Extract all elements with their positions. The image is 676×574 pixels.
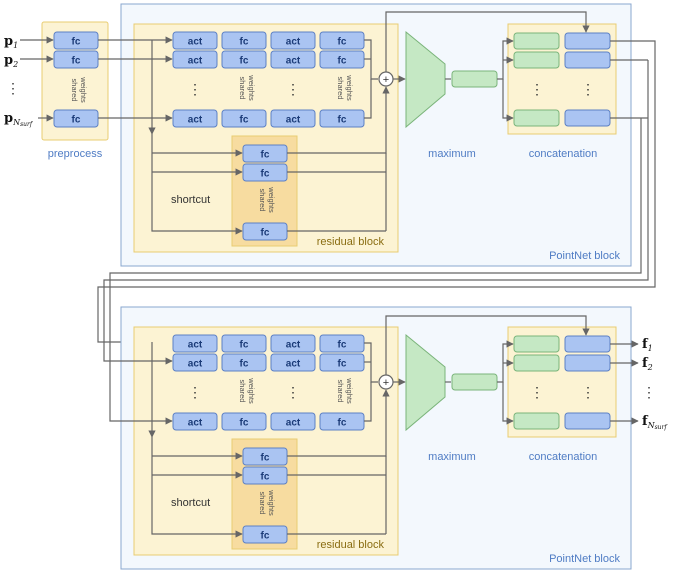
act-label: act (286, 115, 301, 126)
fc-label: fc (261, 169, 270, 180)
vdots: ⋮ (581, 83, 595, 98)
pointnet-block-1: PointNet block residual block shortcut a… (97, 3, 656, 346)
fc-label: fc (338, 340, 347, 351)
vdots: ⋮ (188, 386, 202, 401)
maximum-label: maximum (428, 451, 476, 463)
input-p1: p1 (4, 34, 18, 50)
act-label: act (188, 56, 203, 67)
shared-weights-label: weights (247, 74, 256, 101)
plus-sign: + (383, 377, 389, 389)
residual-block-label: residual block (317, 236, 385, 248)
act-label: act (286, 37, 301, 48)
fc-label: fc (240, 56, 249, 67)
maximum-pooling (405, 30, 446, 129)
act-label: act (188, 37, 203, 48)
shared-weights-label: shared (70, 79, 79, 102)
act-fc-grid: act fc act fc act fc act fc ⋮ shared wei… (172, 334, 365, 431)
inputs: p1 p2 ⋮ pNsurf (4, 34, 54, 128)
act-label: act (286, 359, 301, 370)
fc-label: fc (240, 115, 249, 126)
act-label: act (188, 418, 203, 429)
maximum-pooling (405, 333, 446, 432)
fc-label: fc (338, 115, 347, 126)
act-label: act (188, 359, 203, 370)
plus-sign: + (383, 74, 389, 86)
shortcut-label: shortcut (171, 497, 210, 509)
vdots: ⋮ (530, 83, 544, 98)
vdots: ⋮ (642, 386, 656, 401)
pointnet-block-2: PointNet block residual block shortcut a… (103, 60, 668, 570)
shared-weights-label: shared (238, 380, 247, 403)
residual-block-label: residual block (317, 539, 385, 551)
shortcut-label: shortcut (171, 194, 210, 206)
act-label: act (188, 115, 203, 126)
vdots: ⋮ (6, 82, 20, 97)
output-f2: f2 (642, 356, 653, 372)
preprocess-label: preprocess (48, 148, 103, 160)
preprocess-block: fc fc shared weights fc preprocess (41, 21, 109, 160)
pointnet-block-label: PointNet block (549, 553, 620, 565)
fc-label: fc (72, 37, 81, 48)
fc-label: fc (338, 418, 347, 429)
act-label: act (286, 418, 301, 429)
input-pN: pNsurf (4, 111, 34, 128)
shared-weights-label: weights (345, 74, 354, 101)
concatenation-label: concatenation (529, 148, 598, 160)
fc-label: fc (338, 56, 347, 67)
vdots: ⋮ (286, 386, 300, 401)
vdots: ⋮ (286, 83, 300, 98)
vdots: ⋮ (581, 386, 595, 401)
fc-label: fc (240, 37, 249, 48)
output-f1: f1 (642, 337, 653, 353)
fc-label: fc (72, 115, 81, 126)
act-label: act (286, 340, 301, 351)
act-label: act (286, 56, 301, 67)
shared-weights-label: shared (336, 380, 345, 403)
fc-label: fc (240, 340, 249, 351)
input-p2: p2 (4, 53, 18, 69)
shared-weights-label: weights (247, 377, 256, 404)
shared-weights-label: shared (238, 77, 247, 100)
outputs: f1 f2 ⋮ fNsurf (642, 337, 668, 431)
shared-weights-label: shared (258, 492, 267, 515)
fc-label: fc (240, 359, 249, 370)
vdots: ⋮ (188, 83, 202, 98)
fc-label: fc (261, 150, 270, 161)
fc-label: fc (338, 37, 347, 48)
maximum-label: maximum (428, 148, 476, 160)
shared-weights-label: shared (258, 189, 267, 212)
fc-label: fc (72, 56, 81, 67)
global-feature-box (451, 373, 498, 391)
global-feature-box (451, 70, 498, 88)
shared-weights-label: weights (345, 377, 354, 404)
concatenation-label: concatenation (529, 451, 598, 463)
pointnet-block-label: PointNet block (549, 250, 620, 262)
shared-weights-label: weights (267, 489, 276, 516)
fc-label: fc (261, 228, 270, 239)
fc-label: fc (261, 472, 270, 483)
output-fN: fNsurf (642, 414, 668, 431)
shared-weights-label: weights (79, 76, 88, 103)
fc-label: fc (261, 453, 270, 464)
shared-weights-label: shared (336, 77, 345, 100)
act-fc-grid: act fc act fc act fc act fc ⋮ shared wei… (172, 31, 365, 128)
act-label: act (188, 340, 203, 351)
fc-label: fc (261, 531, 270, 542)
fc-label: fc (338, 359, 347, 370)
fc-label: fc (240, 418, 249, 429)
shared-weights-label: weights (267, 186, 276, 213)
vdots: ⋮ (530, 386, 544, 401)
connectors (103, 60, 649, 538)
